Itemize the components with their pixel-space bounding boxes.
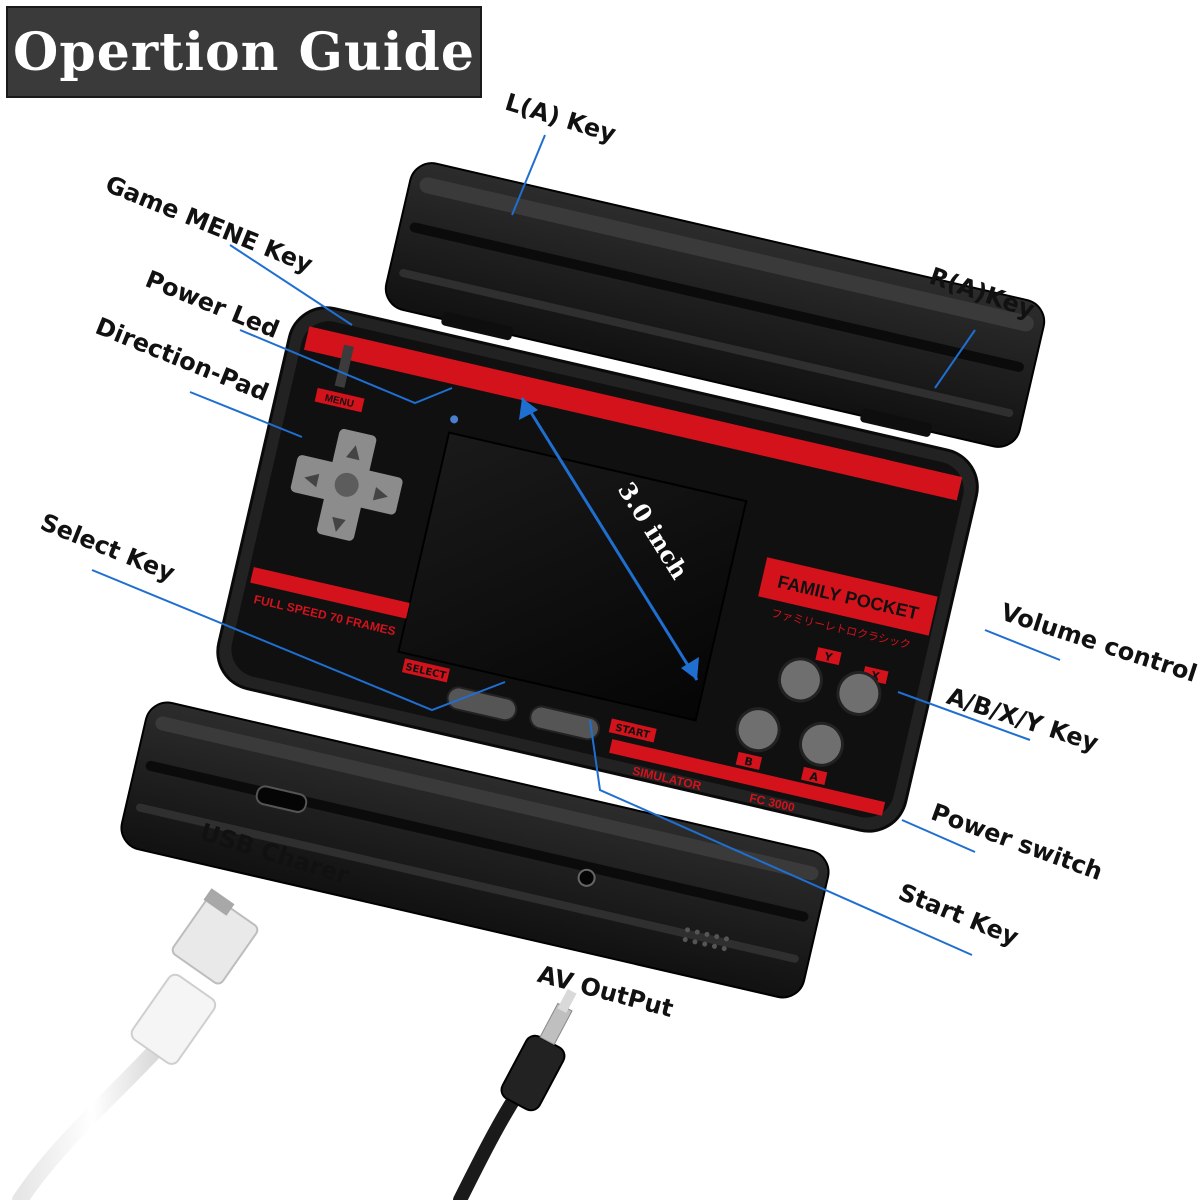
top-red-stripe xyxy=(303,326,963,501)
button-b xyxy=(735,707,781,753)
brand-band xyxy=(758,557,938,636)
leader-lines xyxy=(91,134,1061,956)
device-bottom-view xyxy=(120,701,830,999)
l-shoulder-button xyxy=(441,311,514,341)
r-shoulder-button xyxy=(860,408,933,437)
menu-badge xyxy=(314,387,365,413)
av-jack xyxy=(577,868,596,887)
usb-cable xyxy=(12,888,259,1200)
bottom-red-band xyxy=(609,739,886,816)
leader-l-key xyxy=(511,134,546,216)
dpad-up-icon: ▲ xyxy=(345,439,363,463)
device-top-view xyxy=(384,162,1046,448)
button-a xyxy=(798,721,844,767)
leader-abxy xyxy=(897,691,1031,741)
left-red-band xyxy=(250,567,410,619)
screen xyxy=(397,431,748,722)
button-x xyxy=(836,670,882,716)
menu-slot xyxy=(334,344,354,388)
usb-port xyxy=(255,785,308,813)
dpad-down-icon: ▼ xyxy=(328,513,346,537)
leader-power-led xyxy=(239,329,453,405)
btn-y-label: Y xyxy=(822,650,835,665)
leader-power-switch xyxy=(901,819,976,853)
start-button xyxy=(529,705,601,741)
leader-r-key xyxy=(934,329,976,389)
dpad-left-icon: ◀ xyxy=(302,466,320,490)
speaker-grille xyxy=(682,927,729,952)
screen-diagonal-arrow xyxy=(519,397,699,681)
title-banner: Opertion Guide xyxy=(6,6,482,98)
leader-menu-key xyxy=(229,244,353,326)
button-y xyxy=(777,657,823,703)
btn-b-label: B xyxy=(743,755,754,770)
power-led xyxy=(450,415,459,424)
select-button xyxy=(446,686,518,722)
btn-x-label: X xyxy=(870,669,882,684)
av-cable xyxy=(453,988,577,1200)
dpad-right-icon: ▶ xyxy=(372,483,390,507)
leader-volume xyxy=(984,629,1061,661)
btn-a-label: A xyxy=(808,770,820,785)
leader-select xyxy=(91,569,506,712)
dpad xyxy=(290,428,403,541)
leader-dpad xyxy=(189,391,303,438)
leader-start xyxy=(589,719,973,956)
page-title: Opertion Guide xyxy=(13,21,475,83)
